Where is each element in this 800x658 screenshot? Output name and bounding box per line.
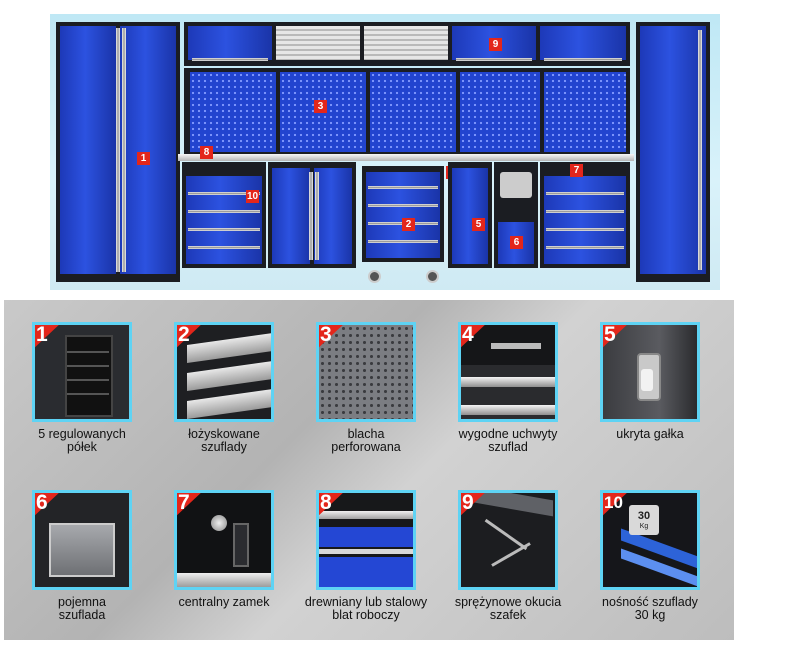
callout-10: 10 (246, 190, 259, 203)
feature-2-caption: łożyskowane szuflady (188, 427, 260, 454)
shelves-cabinet-icon: 1 (32, 322, 132, 422)
weight-value: 30 (637, 510, 651, 522)
feature-4-caption: wygodne uchwyty szuflad (458, 427, 558, 454)
left-tall-cabinet (56, 22, 180, 282)
feature-10-caption: nośność szuflady 30 kg (602, 595, 698, 622)
lower-drawer-cabinet-left (182, 162, 266, 268)
feature-7-caption: centralny zamek (178, 595, 270, 609)
trolley-wheel-right (426, 270, 439, 283)
right-tall-cabinet (636, 22, 710, 282)
feature-9-number: 9 (462, 491, 474, 514)
callout-9: 9 (489, 38, 502, 51)
spring-hinge-icon: 9 (458, 490, 558, 590)
pegboard-frame (184, 68, 630, 154)
feature-1-caption: 5 regulowanych półek (38, 427, 126, 454)
lower-drawer-cabinet-right (540, 162, 630, 268)
feature-8-caption: drewniany lub stalowy blat roboczy (304, 595, 428, 622)
feature-5-number: 5 (604, 323, 616, 346)
weight-block: 30 Kg (629, 505, 659, 535)
feature-4: 4 wygodne uchwyty szuflad (440, 322, 576, 454)
feature-5-caption: ukryta gałka (616, 427, 684, 441)
workshop-cabinet-photo: 1 9 3 8 10 (50, 14, 720, 290)
perforated-sheet-icon: 3 (316, 322, 416, 422)
feature-2: 2 łożyskowane szuflady (156, 322, 292, 454)
feature-10: 30 Kg 10 nośność szuflady 30 kg (582, 490, 718, 622)
feature-9: 9 sprężynowe okucia szafek (440, 490, 576, 622)
feature-6-caption: pojemna szuflada (58, 595, 106, 622)
feature-8-number: 8 (320, 491, 332, 514)
callout-7: 7 (570, 164, 583, 177)
feature-4-number: 4 (462, 323, 474, 346)
feature-6: 6 pojemna szuflada (14, 490, 150, 622)
feature-3-caption: blacha perforowana (331, 427, 401, 454)
callout-5: 5 (472, 218, 485, 231)
callout-2: 2 (402, 218, 415, 231)
feature-9-caption: sprężynowe okucia szafek (454, 595, 562, 622)
bearing-drawers-icon: 2 (174, 322, 274, 422)
callout-3: 3 (314, 100, 327, 113)
paper-roll-cabinet (494, 162, 538, 268)
feature-7-number: 7 (178, 491, 190, 514)
feature-5: 5 ukryta gałka (582, 322, 718, 441)
callout-6: 6 (510, 236, 523, 249)
weight-30kg-icon: 30 Kg 10 (600, 490, 700, 590)
wall-cabinets (184, 22, 630, 66)
feature-1: 1 5 regulowanych półek (14, 322, 150, 454)
feature-3-number: 3 (320, 323, 332, 346)
large-drawer-icon: 6 (32, 490, 132, 590)
mobile-drawer-trolley (362, 166, 444, 262)
hidden-knob-icon: 5 (600, 322, 700, 422)
worktop-icon: 8 (316, 490, 416, 590)
drawer-handle-icon: 4 (458, 322, 558, 422)
feature-2-number: 2 (178, 323, 190, 346)
trolley-wheel-left (368, 270, 381, 283)
feature-6-number: 6 (36, 491, 48, 514)
feature-7: 7 centralny zamek (156, 490, 292, 609)
feature-1-number: 1 (36, 323, 48, 346)
lower-door-cabinet (268, 162, 356, 268)
callout-1: 1 (137, 152, 150, 165)
feature-3: 3 blacha perforowana (298, 322, 434, 454)
callout-8: 8 (200, 146, 213, 159)
lower-door-cabinet-small (448, 162, 492, 268)
feature-10-number: 10 (604, 493, 623, 512)
central-lock-icon: 7 (174, 490, 274, 590)
worktop (178, 154, 634, 161)
features-panel: 1 5 regulowanych półek 2 łożyskowane szu… (4, 300, 734, 640)
feature-8: 8 drewniany lub stalowy blat roboczy (298, 490, 434, 622)
weight-unit: Kg (639, 523, 649, 530)
